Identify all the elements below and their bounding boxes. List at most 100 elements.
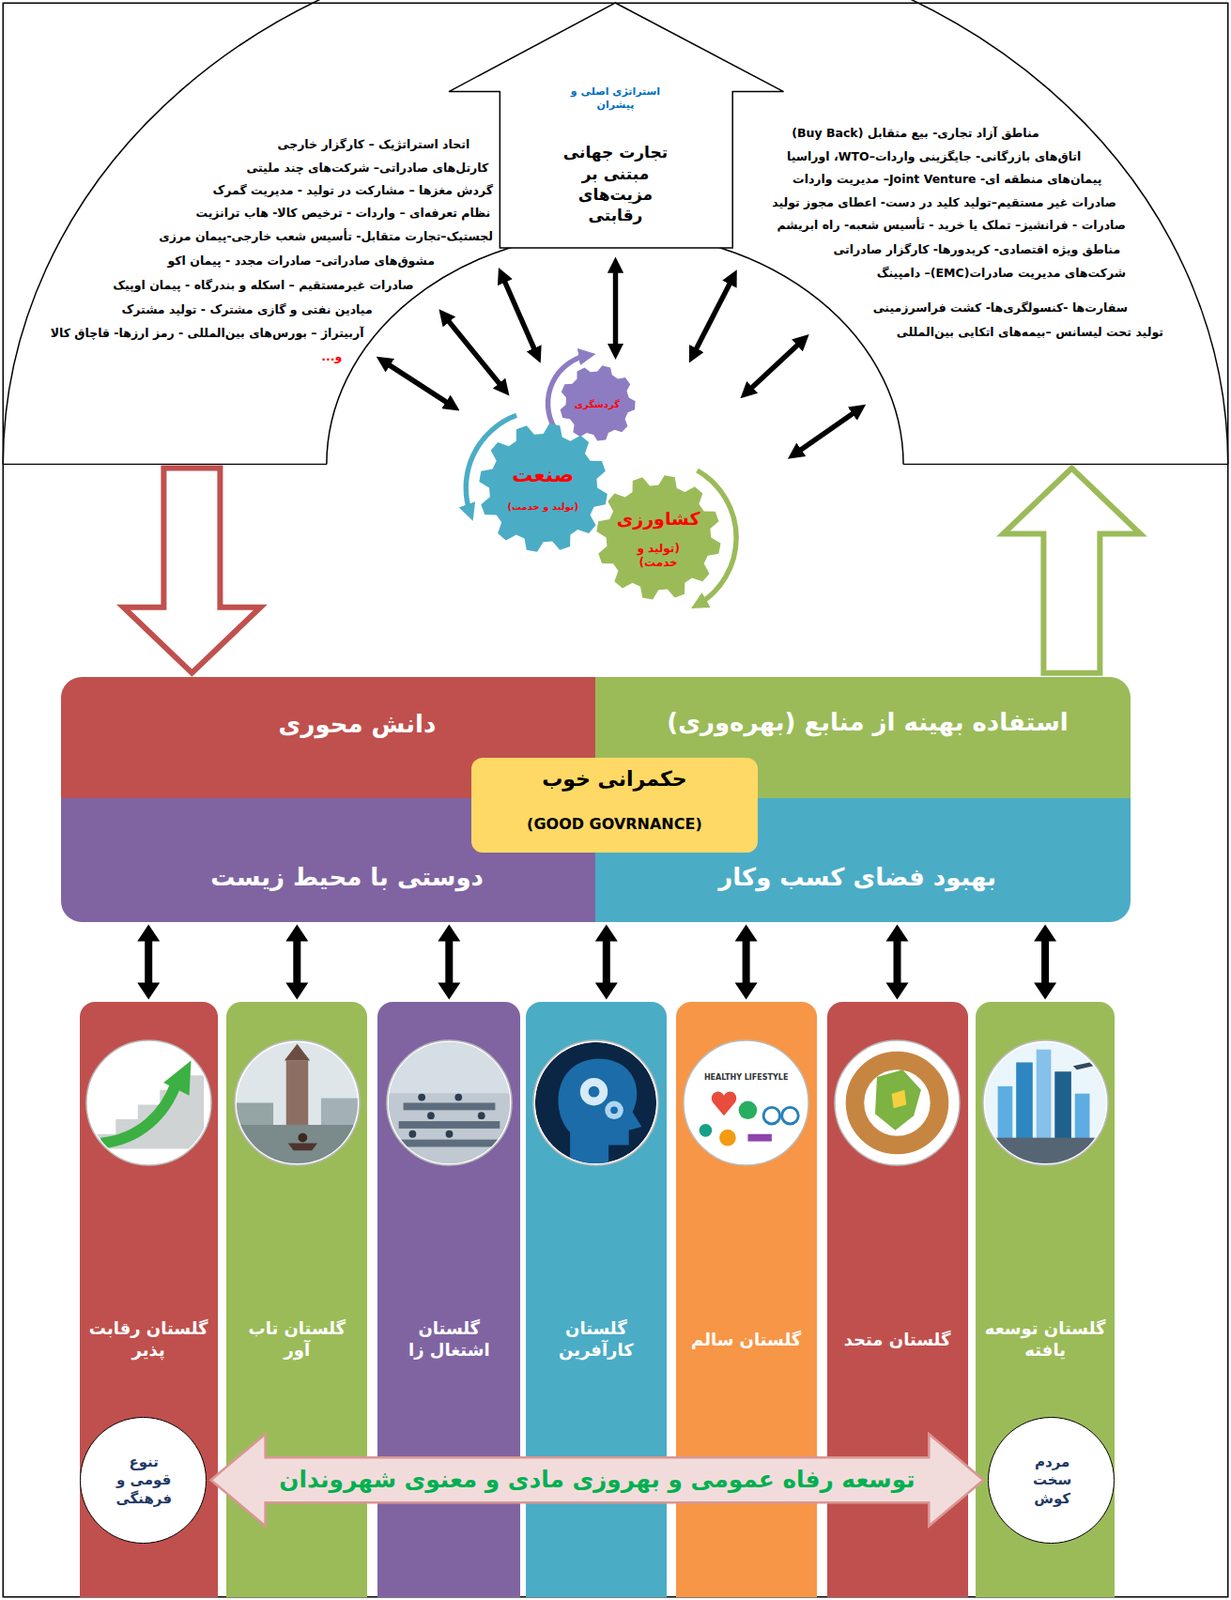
illustration-part	[711, 1091, 737, 1116]
node-text: گلستان رقابت پذیر	[85, 1317, 213, 1362]
strategy-item: آربیتراژ – بورس‌های بین‌المللی - رمز ارز…	[50, 325, 365, 341]
trait-circle: مردم سخت کوش	[987, 1416, 1115, 1544]
province-column: گلستان کارآفرین	[525, 1001, 667, 1598]
gear-link-arrow	[443, 314, 506, 392]
outer-arch	[2, 0, 1228, 465]
node-text: گلستان متحد	[833, 1328, 961, 1351]
illustration-part	[535, 1041, 657, 1163]
node-text: گلستان سالم	[682, 1328, 810, 1351]
node-text: دانش محوری	[278, 708, 437, 741]
illustration-part	[388, 1041, 510, 1163]
text-holder: لجستیک–تجارت متقابل- تأسیس شعب خارجی-پیم…	[158, 229, 493, 245]
province-column: گلستان اشتغال زا	[377, 1001, 521, 1598]
text-holder: کارتل‌های صادراتی– شرکت‌های چند ملیتی	[246, 160, 489, 176]
text-holder: HEALTHY LIFESTYLE	[704, 1073, 788, 1083]
gear-link-arrow	[501, 273, 539, 357]
illustration-part	[588, 1085, 601, 1097]
photo-frame	[834, 1039, 960, 1165]
strategy-item: تولید تحت لیسانس –بیمه‌های اتکایی بین‌ال…	[896, 324, 1164, 340]
strategy-item: صادرات غیرمستقیم – اسکله و بندرگاه - پیم…	[112, 277, 414, 293]
strategy-item: مناطق آزاد تجاری- بیع متقابل (Buy Back)	[791, 125, 1040, 141]
strategy-item: گردش مغزها – مشارکت در تولید - مدیریت گم…	[213, 183, 493, 199]
text-holder: استفاده بهینه از منابع (بهره‌وری)	[666, 707, 1068, 739]
image-caption: HEALTHY LIFESTYLE	[704, 1073, 788, 1083]
column-illustration	[832, 1038, 962, 1168]
illustration-part	[685, 1041, 807, 1163]
column-illustration	[384, 1038, 514, 1168]
strategy-item: صادرات غیر مستقیم–تولید کلید در دست- اعط…	[771, 195, 1117, 211]
strategy-item: میادین نفتی و گازی مشترک - تولید مشترک	[121, 302, 372, 318]
node-text: حکمرانی خوب	[541, 766, 688, 794]
illustration-part	[388, 1041, 510, 1093]
illustration-part	[997, 1085, 1013, 1139]
illustration-part	[297, 1132, 308, 1142]
text-holder: اتحاد استراتژیک – کارگزار خارجی	[277, 137, 471, 153]
hollow-block-arrow	[123, 468, 261, 674]
sector-gear: کشاورزی(تولید و خدمت)	[595, 474, 723, 601]
column-illustration	[681, 1038, 811, 1168]
double-arrow	[595, 924, 618, 1001]
illustration-part	[398, 1121, 500, 1129]
photo	[88, 1041, 210, 1163]
edge-label: توسعه رفاه عمومی و بهروزی مادی و معنوی ش…	[278, 1464, 915, 1495]
province-column: گلستان متحد	[827, 1001, 969, 1598]
text-holder: گلستان رقابت پذیر	[85, 1317, 213, 1362]
illustration-part	[610, 1106, 618, 1114]
photo-frame	[86, 1039, 212, 1165]
text-holder: سفارت‌ها -کنسولگری‌ها- کشت فراسرزمینی	[873, 300, 1128, 316]
text-holder: گلستان توسعه یافته	[982, 1317, 1109, 1362]
node-text: گلستان توسعه یافته	[982, 1317, 1109, 1362]
photo-frame	[533, 1039, 659, 1165]
node-text: گلستان کارآفرین	[532, 1317, 660, 1362]
photo-frame	[234, 1039, 360, 1165]
photo	[236, 1041, 358, 1165]
text-holder: توسعه رفاه عمومی و بهروزی مادی و معنوی ش…	[278, 1464, 915, 1495]
node-text: بهبود فضای کسب وکار	[718, 861, 997, 894]
illustration-part	[738, 1100, 758, 1120]
illustration-part	[763, 1107, 781, 1124]
text-holder: گلستان تاب آور	[233, 1317, 361, 1362]
illustration-part	[445, 1129, 453, 1138]
text-holder: کشاورزی	[616, 507, 701, 531]
gear-outline	[477, 422, 609, 554]
double-arrow	[285, 924, 308, 1001]
double-arrow	[735, 924, 758, 1001]
strategy-item: اتاق‌های بازرگانی- جایگزینی واردات–WTO، …	[786, 149, 1081, 165]
strategy-item: کارتل‌های صادراتی– شرکت‌های چند ملیتی	[246, 160, 489, 176]
illustration-part	[1074, 1092, 1090, 1139]
illustration-part	[558, 1058, 643, 1164]
strategy-item: اتحاد استراتژیک – کارگزار خارجی	[277, 137, 471, 153]
text-holder: گلستان کارآفرین	[532, 1317, 660, 1362]
illustration-part	[100, 1081, 176, 1143]
gear-link-arrow	[613, 262, 618, 354]
sector-gear: صنعت(تولید و خدمت)	[477, 422, 609, 554]
illustration-part	[88, 1041, 210, 1163]
illustration-part	[388, 1092, 510, 1163]
illustration-part	[892, 1089, 908, 1108]
node-text: دوستی با محیط زیست	[210, 861, 484, 894]
text-holder: استراتژی اصلی و پیشران	[567, 85, 664, 113]
illustration-part	[454, 1092, 462, 1101]
illustration-part	[836, 1041, 958, 1163]
arch-base	[2, 463, 1228, 465]
photo-frame	[386, 1039, 512, 1165]
text-holder: تولید تحت لیسانس –بیمه‌های اتکایی بین‌ال…	[896, 324, 1164, 340]
block-arrow	[448, 2, 785, 248]
gear-link-arrows	[382, 262, 862, 455]
strategy-arrow: استراتژی اصلی و پیشرانتجارت جهانی مبتنی …	[448, 2, 785, 248]
text-holder: صادرات - فرانشیز– تملک یا خرید - تأسیس ش…	[776, 217, 1125, 233]
strategy-item: پیمان‌های منطقه ای- Joint Venture– مدیری…	[792, 171, 1102, 187]
illustration-part	[408, 1129, 416, 1138]
photo-frame	[983, 1039, 1108, 1165]
illustration-part	[984, 1137, 1107, 1165]
node-text: گلستان اشتغال زا	[385, 1317, 513, 1362]
column-illustration	[981, 1038, 1110, 1168]
node-text: (GOOD GOVRNANCE)	[526, 815, 703, 835]
sector-gear: گردشگری	[558, 364, 637, 443]
illustration-part	[1015, 1061, 1033, 1139]
photo	[388, 1041, 510, 1163]
illustration-part	[699, 1123, 713, 1138]
text-holder: آربیتراژ – بورس‌های بین‌المللی - رمز ارز…	[50, 325, 365, 341]
text-holder: مردم سخت کوش	[1020, 1453, 1084, 1509]
double-arrow	[886, 924, 909, 1001]
